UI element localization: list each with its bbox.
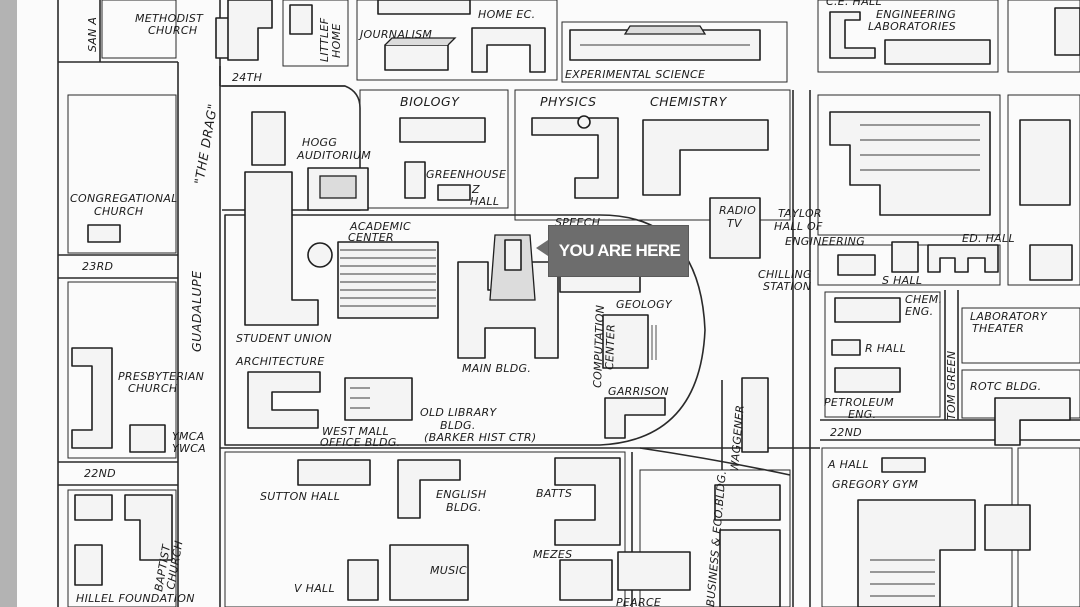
label-v-hall: V HALL — [294, 582, 335, 595]
label-physics: PHYSICS — [540, 94, 597, 109]
label-academic-center: CENTER — [348, 231, 394, 244]
label-ce-hall: C.E. HALL — [826, 0, 882, 8]
label-ymca: YMCA — [172, 430, 205, 443]
label-greenhouse: GREENHOUSE — [426, 168, 506, 181]
label-congregational: CONGREGATIONAL — [70, 192, 178, 205]
label-23rd-street: 23RD — [82, 260, 113, 273]
label-z: Z — [471, 183, 480, 196]
label-architecture: ARCHITECTURE — [235, 355, 325, 368]
label-the-drag: "THE DRAG" — [191, 102, 220, 185]
label-old-library-bldg: BLDG. — [440, 419, 476, 432]
label-pearce: PEARCE — [616, 596, 661, 607]
label-laboratory: LABORATORY — [970, 310, 1048, 323]
label-home-ec: HOME EC. — [478, 8, 535, 21]
label-barker: (BARKER HIST CTR) — [424, 431, 536, 444]
label-radio: RADIO — [719, 204, 756, 217]
label-tom-green: TOM GREEN — [945, 351, 958, 420]
label-guadalupe: GUADALUPE — [189, 270, 204, 352]
label-student-union: STUDENT UNION — [236, 332, 332, 345]
label-chilling-station: STATION — [763, 280, 811, 293]
label-taylor: TAYLOR — [778, 207, 822, 220]
buildings — [71, 0, 1080, 607]
label-auditorium: AUDITORIUM — [296, 149, 371, 162]
label-chem-eng: ENG. — [905, 305, 933, 318]
label-theater: THEATER — [972, 322, 1024, 335]
label-english-bldg: BLDG. — [446, 501, 482, 514]
label-congregational-church: CHURCH — [94, 205, 143, 218]
label-laboratories: LABORATORIES — [868, 20, 956, 33]
label-ed-hall: ED. HALL — [962, 232, 1015, 245]
label-business-eco: BUSINESS & ECO.BLDG. — [704, 470, 729, 607]
label-main-bldg: MAIN BLDG. — [462, 362, 531, 375]
label-petroleum: PETROLEUM — [824, 396, 894, 409]
label-littlefield: LITTLEF — [318, 17, 331, 62]
label-taylor-engineering: ENGINEERING — [785, 235, 865, 248]
label-sutton-hall: SUTTON HALL — [260, 490, 340, 503]
label-office-bldg: OFFICE BLDG. — [320, 436, 400, 449]
label-west-mall: WEST MALL — [322, 425, 389, 438]
label-experimental-science: EXPERIMENTAL SCIENCE — [565, 68, 705, 81]
label-computation: COMPUTATION — [591, 305, 607, 389]
label-z-hall: HALL — [470, 195, 499, 208]
label-a-hall: A HALL — [827, 458, 869, 471]
label-s-hall: S HALL — [882, 274, 922, 287]
label-presbyterian-church: CHURCH — [128, 382, 177, 395]
label-rotc: ROTC BLDG. — [970, 380, 1041, 393]
label-methodist: METHODIST — [135, 12, 204, 25]
label-english: ENGLISH — [436, 488, 486, 501]
you-are-here-pointer — [536, 240, 548, 256]
you-are-here-marker: YOU ARE HERE — [548, 225, 689, 277]
label-waggener: WAGGENER — [728, 404, 747, 472]
you-are-here-label: YOU ARE HERE — [558, 241, 681, 260]
scan-margin — [0, 0, 17, 607]
label-presbyterian: PRESBYTERIAN — [118, 370, 204, 383]
label-hogg: HOGG — [302, 136, 337, 149]
label-engineering: ENGINEERING — [876, 8, 956, 21]
label-chilling: CHILLING — [758, 268, 812, 281]
label-hillel: HILLEL FOUNDATION — [76, 592, 195, 605]
label-gregory-gym: GREGORY GYM — [832, 478, 918, 491]
label-biology: BIOLOGY — [400, 94, 460, 109]
label-chemistry: CHEMISTRY — [650, 94, 728, 109]
label-r-hall: R HALL — [865, 342, 906, 355]
label-22nd-street-right: 22ND — [830, 426, 862, 439]
label-garrison: GARRISON — [608, 385, 669, 398]
label-journalism: JOURNALISM — [358, 28, 432, 41]
label-music: MUSIC — [430, 564, 467, 577]
label-methodist-church: CHURCH — [148, 24, 197, 37]
label-batts: BATTS — [536, 487, 572, 500]
label-24th-street: 24TH — [232, 71, 262, 84]
label-littlefield-home: HOME — [330, 23, 343, 58]
label-san-antonio: SAN A — [86, 17, 99, 52]
label-hall-of: HALL OF — [774, 220, 823, 233]
label-academic: ACADEMIC — [349, 220, 411, 233]
label-old-library: OLD LIBRARY — [420, 406, 497, 419]
label-mezes: MEZES — [533, 548, 572, 561]
label-ywca: YWCA — [172, 442, 206, 455]
label-22nd-street-left: 22ND — [84, 467, 116, 480]
label-geology: GEOLOGY — [616, 298, 673, 311]
label-tv: TV — [727, 217, 743, 230]
label-chem: CHEM. — [905, 293, 942, 306]
label-petroleum-eng: ENG. — [848, 408, 876, 421]
label-computation-center: CENTER — [603, 324, 618, 370]
